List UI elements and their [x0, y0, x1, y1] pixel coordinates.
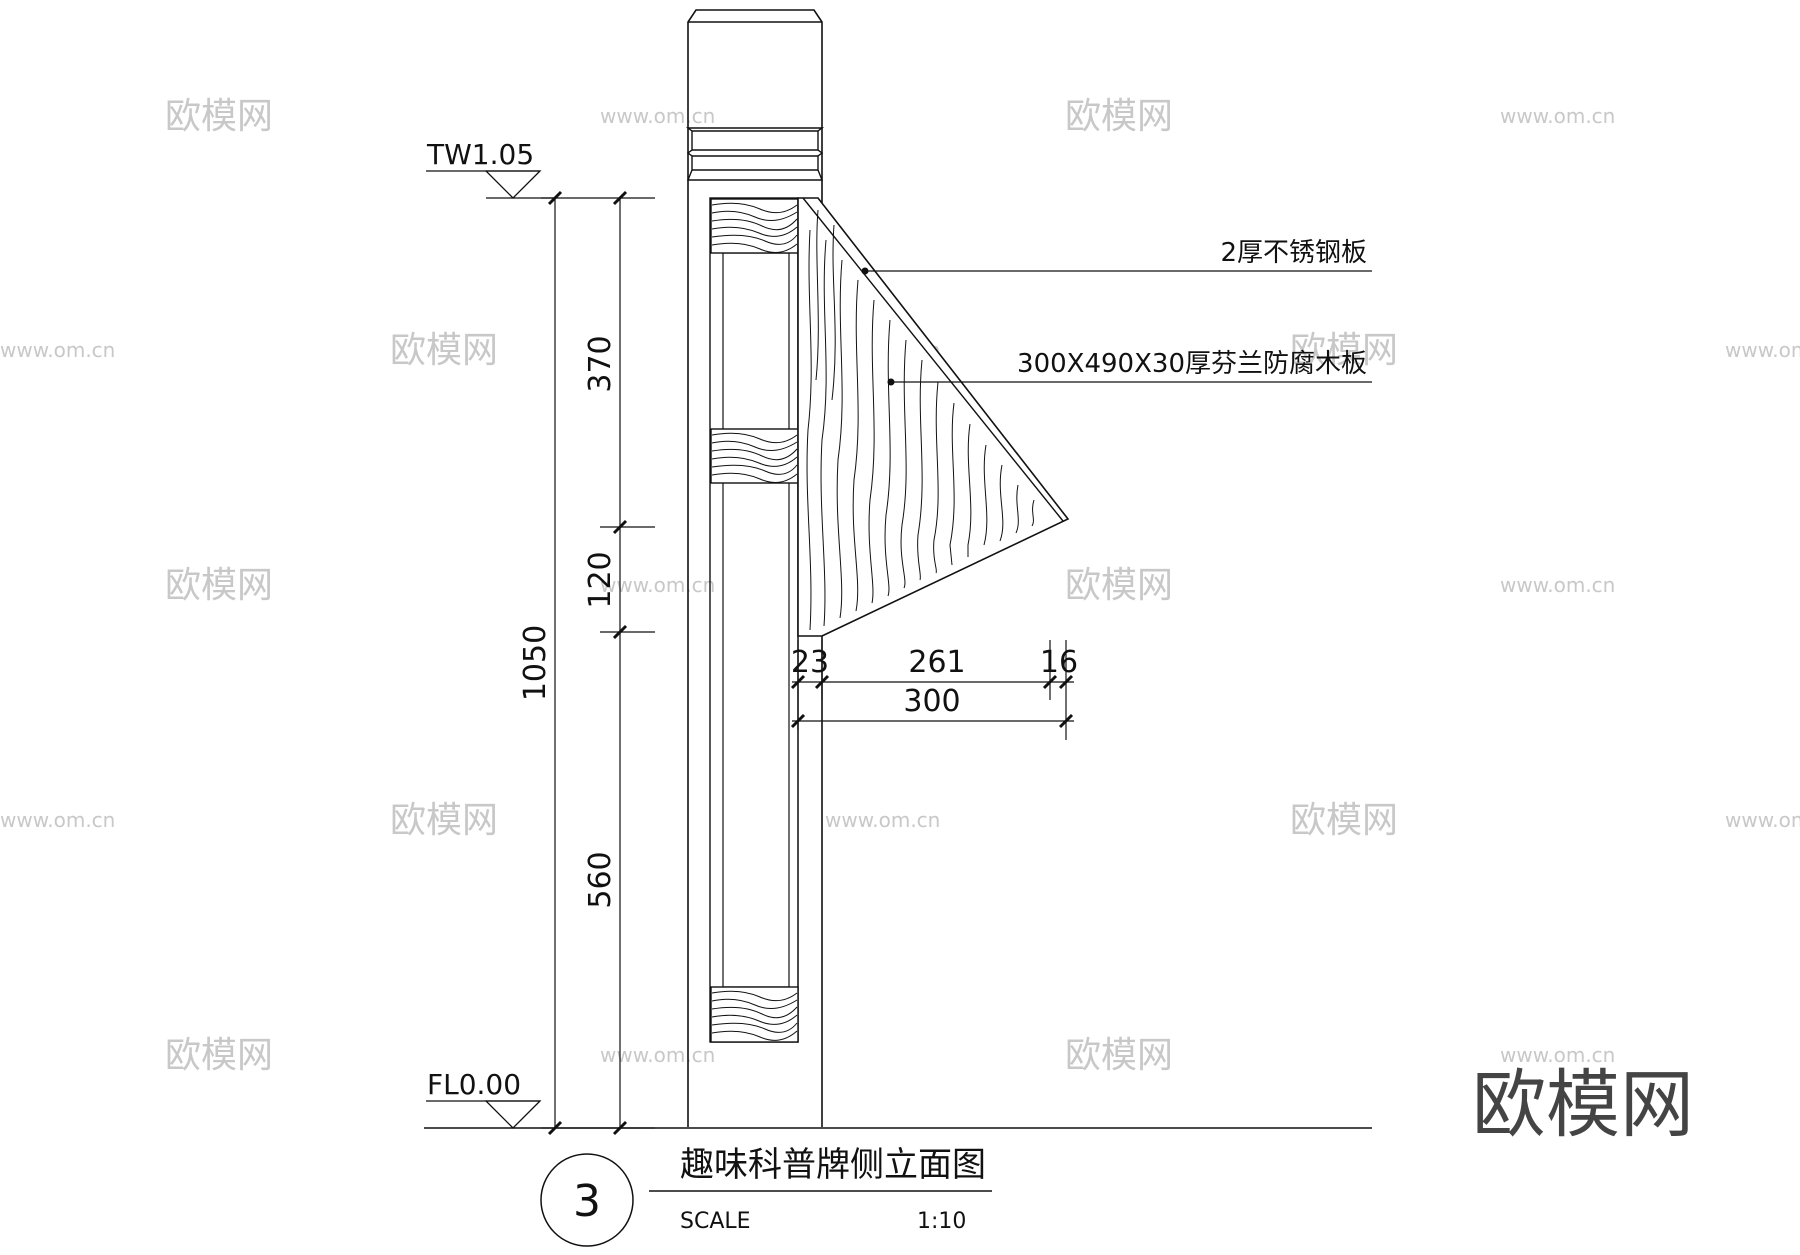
- watermark-url: www.om.cn: [1500, 573, 1615, 597]
- dim-segment-top-label: 370: [583, 335, 618, 392]
- steel-plate-edge: [802, 197, 1064, 522]
- detail-bubble: [540, 1153, 634, 1247]
- dim-mid-label: 261: [908, 645, 965, 680]
- dimension-segments: 370 120 560: [583, 190, 655, 1136]
- board-outline: [797, 197, 1070, 637]
- sign-board: [797, 197, 1070, 637]
- watermark-logo: 欧模网: [165, 96, 273, 137]
- title-block: 3 趣味科普牌侧立面图 SCALE 1:10: [540, 1145, 992, 1247]
- watermark-url: www.om.cn: [1500, 1043, 1615, 1067]
- cap-molding: [685, 127, 825, 181]
- watermark-url: www.om.cn: [0, 338, 115, 362]
- level-triangle: [484, 1100, 542, 1129]
- wood-block-top: [710, 198, 799, 254]
- watermark-logo: 欧模网: [1065, 1035, 1173, 1076]
- wood-block-bottom: [710, 986, 799, 1043]
- watermark-url: www.om.cn: [600, 573, 715, 597]
- scale-value: 1:10: [917, 1209, 966, 1234]
- watermark-url: www.om.cn: [825, 808, 940, 832]
- level-triangle: [484, 170, 542, 199]
- watermark-url: www.om.cn: [1725, 808, 1800, 832]
- watermark-logo: 欧模网: [165, 565, 273, 606]
- watermark-url: www.om.cn: [0, 808, 115, 832]
- dimension-overall: 1050: [518, 190, 655, 1136]
- dim-segment-mid-label: 120: [583, 551, 618, 608]
- callout-steel-plate: 2厚不锈钢板: [1220, 238, 1367, 268]
- wood-block-mid: [710, 428, 799, 484]
- dim-segment-bottom-label: 560: [583, 851, 618, 908]
- watermark-layer: 欧模网 www.om.cn 欧模网 www.om.cn www.om.cn 欧模…: [0, 96, 1800, 1076]
- dim-left-label: 23: [791, 645, 829, 680]
- watermark-logo: 欧模网: [165, 1035, 273, 1076]
- watermark-logo: 欧模网: [1065, 565, 1173, 606]
- drawing-title: 趣味科普牌侧立面图: [680, 1145, 986, 1185]
- watermark-url: www.om.cn: [1500, 104, 1615, 128]
- level-floor-label: FL0.00: [427, 1068, 521, 1101]
- dim-total-label: 300: [903, 684, 960, 719]
- inner-panel: [722, 252, 790, 988]
- watermark-url: www.om.cn: [600, 104, 715, 128]
- level-marker-floor: FL0.00: [426, 1068, 542, 1129]
- brand-watermark: 欧模网: [1472, 1062, 1694, 1148]
- watermark-logo: 欧模网: [1290, 330, 1398, 371]
- watermark-logo: 欧模网: [390, 330, 498, 371]
- callout-wood-board: 300X490X30厚芬兰防腐木板: [1017, 349, 1367, 379]
- scale-label: SCALE: [680, 1209, 751, 1234]
- watermark-url: www.om.cn: [1725, 338, 1800, 362]
- watermark-logo: 欧模网: [1065, 96, 1173, 137]
- level-top-label: TW1.05: [426, 138, 534, 171]
- watermark-url: www.om.cn: [600, 1043, 715, 1067]
- dim-overall-label: 1050: [518, 625, 553, 701]
- level-marker-top: TW1.05: [426, 138, 555, 199]
- dimension-horizontal: 23 261 16 300: [791, 640, 1078, 740]
- callouts: 2厚不锈钢板 300X490X30厚芬兰防腐木板: [861, 238, 1372, 386]
- detail-number: 3: [573, 1176, 601, 1227]
- watermark-logo: 欧模网: [1290, 800, 1398, 841]
- watermark-logo: 欧模网: [390, 800, 498, 841]
- dim-right-label: 16: [1040, 645, 1078, 680]
